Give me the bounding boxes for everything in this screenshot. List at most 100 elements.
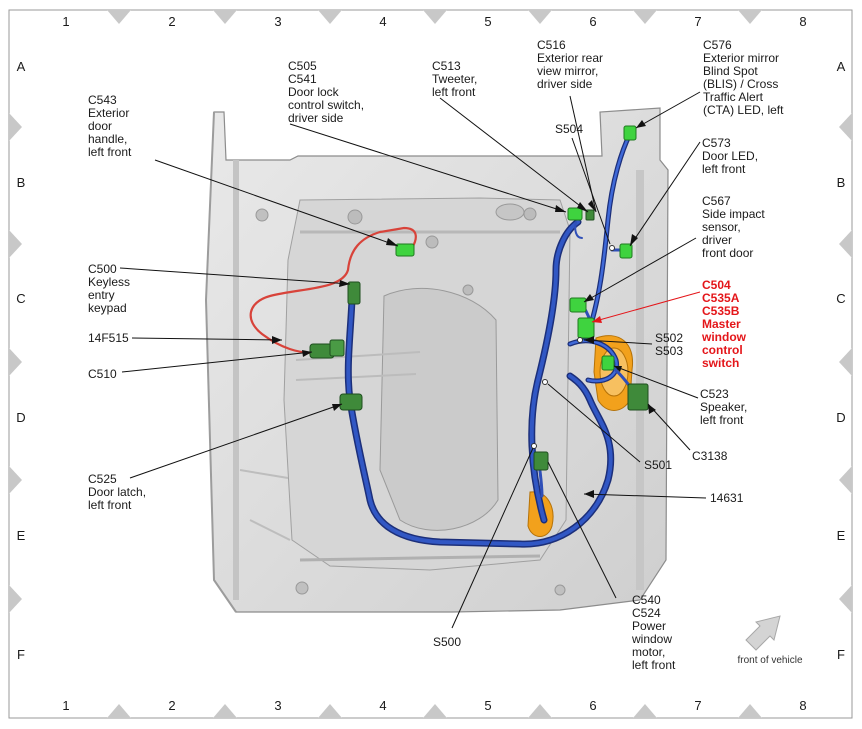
- connector-c513: [585, 209, 595, 221]
- grid-col-label: 3: [274, 14, 281, 29]
- callout-line: C504: [702, 278, 731, 292]
- callout-line: C516: [537, 38, 566, 52]
- callout-line: handle,: [88, 132, 127, 146]
- connector-c567: [569, 297, 587, 313]
- grid-row-labels-right: A B C D E F: [836, 59, 845, 662]
- callout-line: C500: [88, 262, 117, 276]
- grid-col-label: 1: [62, 14, 69, 29]
- callout-line: Master: [702, 317, 741, 331]
- callout-line: window: [631, 632, 672, 646]
- grid-row-label: A: [837, 59, 846, 74]
- callout-line: C513: [432, 59, 461, 73]
- grid-col-label: 8: [799, 14, 806, 29]
- splice-s502: [577, 337, 583, 343]
- grid-row-label: E: [837, 528, 846, 543]
- connector-c523: [601, 355, 615, 371]
- callout-line: driver side: [537, 77, 593, 91]
- callout-line: window: [701, 330, 747, 344]
- grid-col-label: 5: [484, 14, 491, 29]
- grid-marker-top: [528, 10, 552, 24]
- callout-line: keypad: [88, 301, 127, 315]
- callout-line: C576: [703, 38, 732, 52]
- callout-line: switch: [702, 356, 739, 370]
- callout-line: driver side: [288, 111, 344, 125]
- callout-line: Power: [632, 619, 666, 633]
- callout-line: (CTA) LED, left: [703, 103, 784, 117]
- grid-marker-left: [9, 230, 22, 258]
- callout-line: Exterior rear: [537, 51, 603, 65]
- callout-line: Exterior: [88, 106, 129, 120]
- grid-col-label: 4: [379, 698, 386, 713]
- callout-line: S502: [655, 331, 683, 345]
- grid-row-label: D: [16, 410, 25, 425]
- callout-line: control switch,: [288, 98, 364, 112]
- grid-row-label: C: [836, 291, 845, 306]
- callout-line: 14631: [710, 491, 744, 505]
- callout-line: entry: [88, 288, 115, 302]
- callout-line: S504: [555, 122, 583, 136]
- callout-line: S501: [644, 458, 672, 472]
- grid-marker-top: [633, 10, 657, 24]
- splice-s504: [609, 245, 615, 251]
- grid-row-label: B: [837, 175, 846, 190]
- grid-marker-top: [213, 10, 237, 24]
- leader-lines: [119, 91, 707, 629]
- front-of-vehicle-indicator: front of vehicle: [737, 615, 803, 666]
- grid-marker-top: [107, 10, 131, 24]
- callout-line: Tweeter,: [432, 72, 477, 86]
- connector-c3138: [627, 383, 649, 411]
- callout-line: Side impact: [702, 207, 765, 221]
- grid-marker-top: [318, 10, 342, 24]
- grid-col-label: 2: [168, 14, 175, 29]
- callout-line: left front: [432, 85, 476, 99]
- grid-marker-left: [9, 585, 22, 613]
- grid-row-label: B: [17, 175, 26, 190]
- callout-line: C543: [88, 93, 117, 107]
- callout-line: left front: [700, 413, 744, 427]
- connector-c525: [339, 393, 363, 411]
- callout-line: C567: [702, 194, 731, 208]
- grid-marker-bottom: [738, 704, 762, 718]
- red-wire-14f515: [249, 226, 417, 354]
- callout-line: door: [88, 119, 112, 133]
- connector-c500: [347, 281, 361, 305]
- grid-markers: [9, 10, 852, 718]
- callout-line: (BLIS) / Cross: [703, 77, 778, 91]
- callout-line: control: [702, 343, 743, 357]
- grid-col-label: 5: [484, 698, 491, 713]
- grid-row-label: E: [17, 528, 26, 543]
- connector-c540: [533, 451, 549, 471]
- callout-line: C573: [702, 136, 731, 150]
- splice-s501: [542, 379, 548, 385]
- callout-line: left front: [702, 162, 746, 176]
- grid-marker-bottom: [423, 704, 447, 718]
- grid-marker-bottom: [318, 704, 342, 718]
- callout-line: C505: [288, 59, 317, 73]
- grid-row-labels-left: A B C D E F: [16, 59, 25, 662]
- callout-line: front door: [702, 246, 753, 260]
- leader-arrowheads: [272, 120, 656, 498]
- callout-line: Speaker,: [700, 400, 747, 414]
- callout-line: Exterior mirror: [703, 51, 779, 65]
- grid-col-label: 7: [694, 698, 701, 713]
- grid-col-label: 6: [589, 14, 596, 29]
- connector-c510b: [329, 339, 345, 357]
- callout-line: driver: [702, 233, 732, 247]
- front-of-vehicle-label: front of vehicle: [737, 655, 802, 666]
- callout-line: S500: [433, 635, 461, 649]
- callout-line: C540: [632, 593, 661, 607]
- grid-marker-bottom: [107, 704, 131, 718]
- callout-line: Door lock: [288, 85, 340, 99]
- grid-marker-left: [9, 348, 22, 376]
